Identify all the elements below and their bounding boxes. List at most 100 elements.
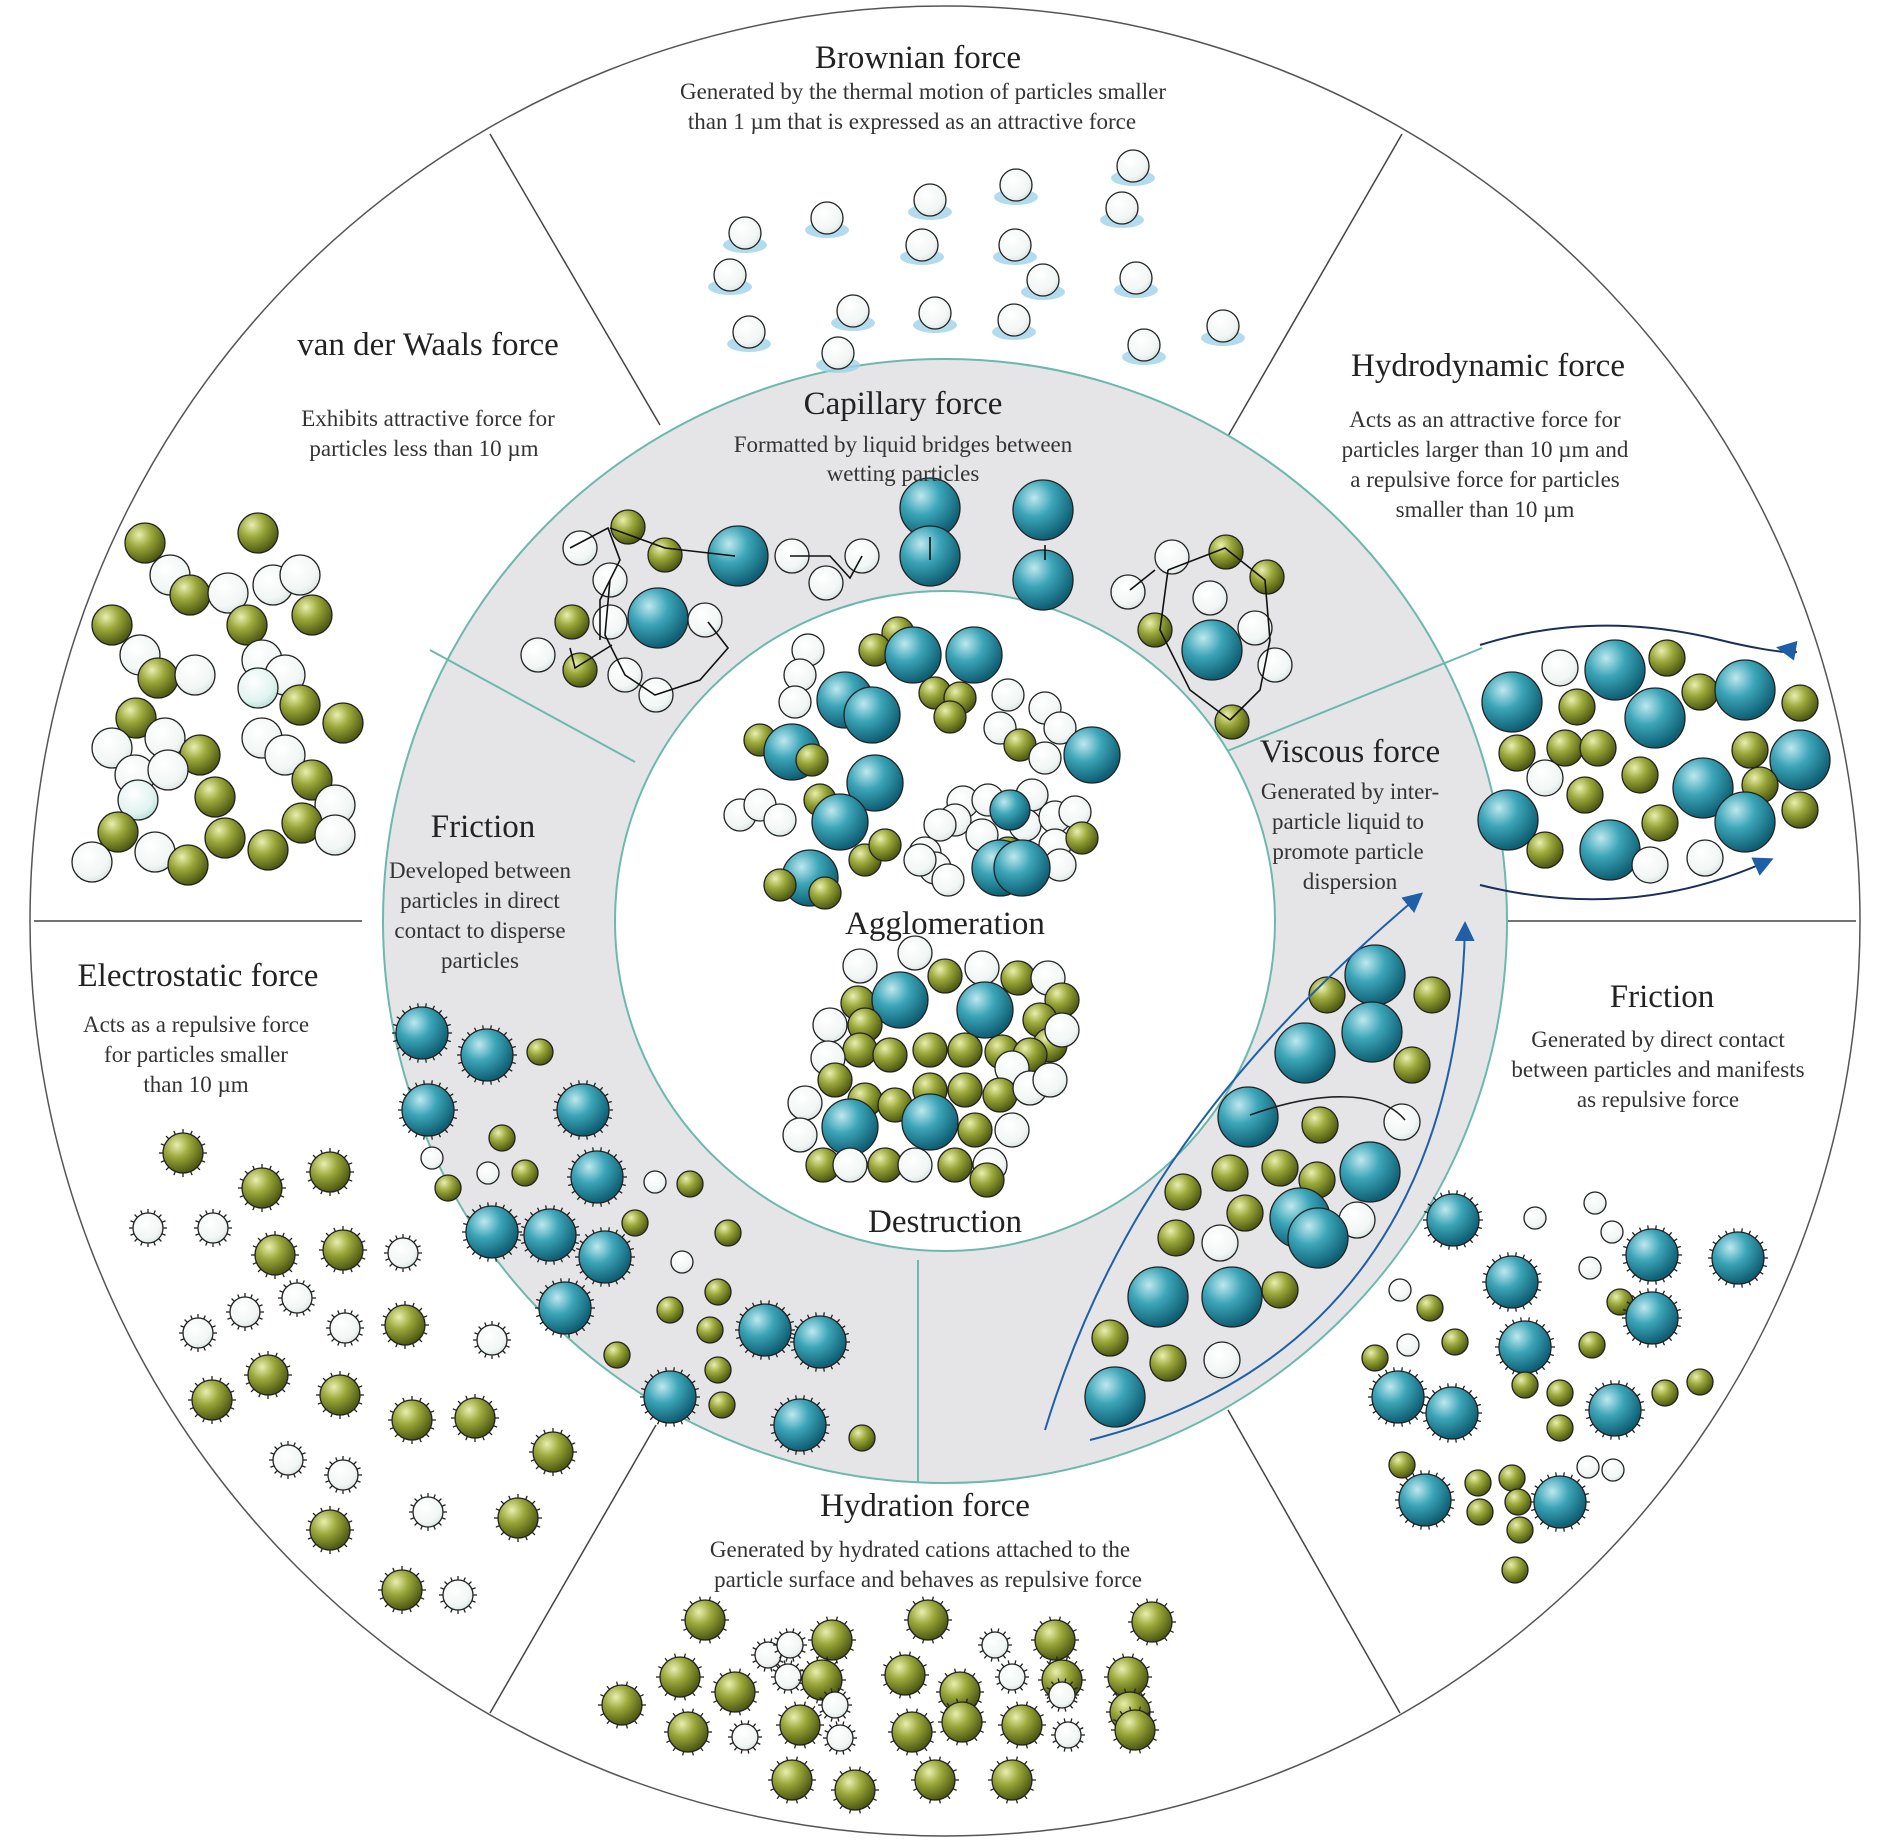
surface-charge-mark (497, 1027, 501, 1032)
surface-charge-mark (343, 1185, 348, 1190)
surface-charge-mark (484, 1353, 487, 1358)
surface-charge-mark (521, 1225, 526, 1229)
surface-charge-mark (358, 1320, 363, 1323)
surface-charge-mark (438, 1052, 443, 1057)
surface-charge-mark (239, 1195, 244, 1198)
surface-charge-mark (444, 1086, 449, 1091)
white-particle (998, 228, 1032, 262)
olive-particle (381, 1569, 423, 1611)
white-particle (1127, 328, 1161, 362)
surface-charge-mark (639, 1713, 644, 1716)
surface-charge-mark (1486, 1265, 1491, 1269)
surface-charge-mark (836, 1361, 841, 1366)
white-particle (897, 935, 933, 971)
olive-particle (676, 1170, 704, 1198)
olive-particle (1149, 1344, 1187, 1382)
viscous-section: Viscous force Generated by inter- partic… (1260, 734, 1440, 894)
surface-charge-mark (830, 1365, 834, 1370)
electrostatic-desc-line-2: for particles smaller (104, 1042, 288, 1067)
surface-charge-mark (134, 1238, 138, 1242)
surface-charge-mark (778, 1654, 783, 1659)
surface-charge-mark (1626, 1301, 1631, 1305)
surface-charge-mark (1163, 1637, 1168, 1642)
surface-charge-mark (1555, 1527, 1557, 1532)
surface-charge-mark (1439, 1192, 1443, 1197)
olive-particle (1578, 1331, 1606, 1359)
surface-charge-mark (530, 1442, 535, 1445)
surface-charge-mark (463, 1577, 466, 1582)
surface-charge-mark (525, 1536, 528, 1541)
surface-charge-mark (990, 1628, 993, 1633)
teal-particle (578, 1230, 632, 1284)
surface-charge-mark (1023, 1795, 1028, 1800)
white-particle (994, 1112, 1030, 1148)
surface-charge-mark (493, 1408, 498, 1411)
surface-charge-mark (908, 1651, 911, 1656)
surface-charge-mark (751, 1353, 755, 1358)
surface-charge-mark (1435, 1472, 1439, 1477)
surface-charge-mark (414, 1522, 418, 1526)
surface-charge-mark (1511, 1319, 1515, 1324)
olive-particle (319, 1374, 361, 1416)
surface-charge-mark (457, 1400, 462, 1405)
olive-particle (914, 1759, 956, 1801)
surface-charge-mark (566, 1434, 571, 1439)
surface-charge-mark (488, 1431, 493, 1436)
surface-charge-mark (629, 1247, 634, 1251)
surface-charge-mark (906, 1628, 911, 1631)
surface-charge-mark (896, 1712, 901, 1717)
surface-charge-mark (946, 1760, 951, 1765)
surface-charge-mark (1594, 1386, 1599, 1391)
olive-particle (714, 1219, 742, 1247)
surface-charge-mark (560, 1429, 563, 1434)
surface-charge-mark (1549, 1337, 1554, 1341)
surface-charge-mark (348, 1457, 351, 1462)
surface-charge-mark (219, 1418, 222, 1423)
white-particle (1048, 1681, 1076, 1709)
surface-charge-mark (203, 1315, 206, 1320)
surface-charge-mark (1411, 1472, 1415, 1477)
surface-charge-mark (584, 1233, 589, 1238)
olive-particle (115, 697, 157, 739)
surface-charge-mark (586, 1321, 591, 1325)
surface-charge-mark (211, 1325, 216, 1328)
surface-charge-mark (618, 1190, 623, 1194)
surface-charge-mark (1000, 1733, 1005, 1736)
surface-charge-mark (799, 1361, 804, 1366)
white-particle (913, 183, 947, 217)
surface-charge-mark (1399, 1513, 1404, 1517)
surface-charge-mark (1414, 1373, 1419, 1378)
surface-charge-mark (574, 1241, 579, 1245)
white-particle (782, 1117, 818, 1153)
surface-charge-mark (140, 1241, 143, 1246)
white-particle (836, 294, 870, 328)
surface-charge-mark (1589, 1393, 1594, 1397)
surface-charge-mark (536, 1258, 540, 1263)
surface-charge-mark (803, 1395, 805, 1400)
surface-charge-mark (1668, 1231, 1673, 1236)
white-particle (1119, 261, 1153, 295)
olive-particle (947, 1072, 983, 1108)
brownian-desc-line-1: Generated by the thermal motion of parti… (680, 79, 1166, 104)
surface-charge-mark (810, 1397, 814, 1402)
white-particle (329, 1312, 361, 1344)
olive-particle (291, 594, 333, 636)
white-particle (1541, 649, 1579, 687)
surface-charge-mark (1636, 1423, 1641, 1427)
surface-charge-mark (560, 1470, 563, 1475)
olive-particle (1651, 1379, 1679, 1407)
surface-charge-mark (664, 1692, 669, 1697)
olive-particle (1526, 831, 1564, 869)
surface-charge-mark (356, 1467, 361, 1470)
olive-particle (763, 868, 797, 902)
surface-charge-mark (325, 1467, 330, 1470)
olive-particle (1511, 1371, 1539, 1399)
teal-particle (993, 839, 1051, 897)
surface-charge-mark (983, 1631, 988, 1636)
surface-charge-mark (396, 1046, 401, 1050)
surface-charge-mark (691, 1708, 694, 1713)
surface-charge-mark (317, 1402, 322, 1405)
center-labels: Agglomeration Destruction (845, 906, 1045, 1240)
surface-charge-mark (474, 1332, 479, 1335)
surface-charge-mark (583, 1200, 587, 1205)
